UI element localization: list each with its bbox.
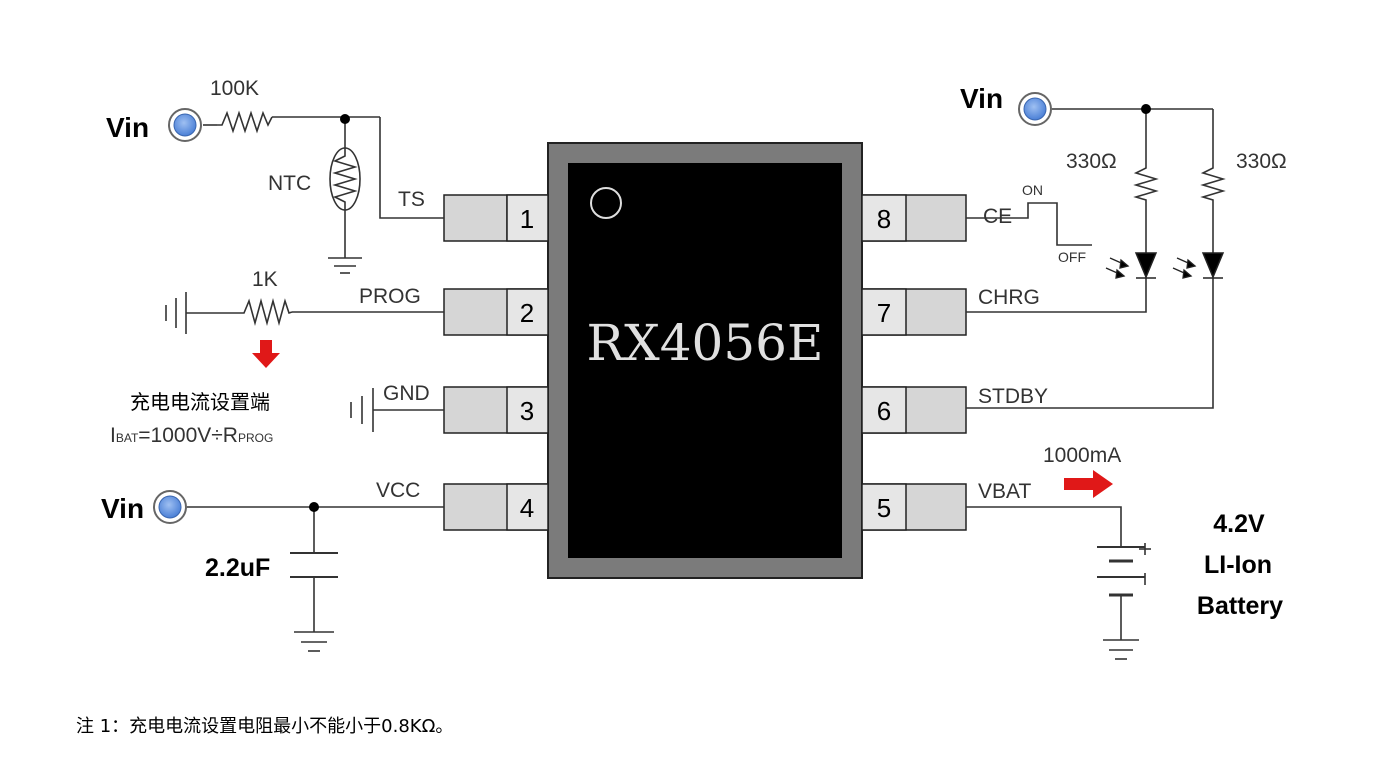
pin-3-number: 3	[520, 396, 534, 426]
arrow-right-icon	[1064, 470, 1113, 498]
ce-on-label: ON	[1022, 182, 1043, 198]
led-chrg	[1105, 252, 1158, 279]
ground-cap	[294, 631, 334, 652]
grounds	[165, 257, 1139, 660]
pin-4-number: 4	[520, 493, 534, 523]
pin-numbers-left: 1 2 3 4	[520, 204, 534, 523]
led-stdby	[1172, 252, 1225, 279]
vin-label-vcc: Vin	[101, 493, 144, 524]
resistor-330-1	[1133, 163, 1159, 202]
vin-label-right: Vin	[960, 83, 1003, 114]
pin-6	[861, 386, 967, 434]
resistor-1k	[238, 297, 293, 327]
pin-8	[861, 194, 967, 242]
ground-ntc	[328, 257, 362, 274]
ntc-label: NTC	[268, 172, 311, 195]
pin-label-vbat: VBAT	[978, 480, 1031, 503]
resistor-330-2	[1200, 163, 1226, 202]
red-arrows	[252, 340, 1113, 498]
pin-numbers-right: 8 7 6 5	[877, 204, 891, 523]
pin-label-chrg: CHRG	[978, 286, 1040, 309]
capacitor-label: 2.2uF	[205, 554, 270, 582]
ntc-thermistor	[329, 147, 361, 211]
ground-gnd-pin	[350, 388, 374, 432]
battery-labels: 4.2V LI-Ion Battery	[1197, 510, 1283, 620]
pin-label-ts: TS	[398, 188, 425, 211]
battery-symbol	[1097, 543, 1151, 597]
pin1-marker	[590, 187, 622, 219]
ground-battery	[1103, 639, 1139, 660]
pin-5	[861, 483, 967, 531]
pin-1	[443, 194, 549, 242]
pin-label-ce: CE	[983, 205, 1012, 228]
pin-labels: TS PROG GND VCC CE CHRG STDBY VBAT	[359, 188, 1048, 503]
pins-right	[861, 194, 967, 531]
light-emit-icon	[1172, 257, 1197, 279]
resistor-100k-label: 100K	[210, 77, 259, 100]
prog-desc-label: 充电电流设置端	[130, 390, 270, 414]
resistor-1k-label: 1K	[252, 268, 278, 291]
pin-2-number: 2	[520, 298, 534, 328]
chip-name: RX4056E	[587, 314, 824, 372]
prog-formula: IBAT=1000V÷RPROG	[110, 424, 273, 447]
battery-word: Battery	[1197, 592, 1283, 620]
pin-8-number: 8	[877, 204, 891, 234]
footnote: 注 1：充电电流设置电阻最小不能小于0.8KΩ。	[76, 716, 454, 737]
pin-5-number: 5	[877, 493, 891, 523]
arrow-down-icon	[252, 340, 280, 368]
vin-label-ts: Vin	[106, 112, 149, 143]
light-emit-icon	[1105, 257, 1130, 279]
chip: RX4056E	[547, 142, 863, 579]
resistor-330-2-label: 330Ω	[1236, 150, 1287, 173]
capacitor	[290, 552, 338, 578]
component-labels: Vin Vin Vin 100K NTC 1K 330Ω 330Ω ON OFF…	[101, 77, 1287, 582]
pin-2	[443, 288, 549, 336]
pin-label-prog: PROG	[359, 285, 421, 308]
vin-node-icon-ts	[168, 108, 202, 142]
current-label: 1000mA	[1043, 444, 1121, 467]
pin-label-stdby: STDBY	[978, 385, 1048, 408]
vin-node-icon-vcc	[153, 490, 187, 524]
pin-7	[861, 288, 967, 336]
resistors	[217, 110, 1226, 327]
vin-node-icon-right	[1018, 92, 1052, 126]
pins-left	[443, 194, 549, 531]
resistor-100k	[217, 110, 273, 134]
ce-off-label: OFF	[1058, 249, 1086, 265]
pin-label-vcc: VCC	[376, 479, 420, 502]
pin-7-number: 7	[877, 298, 891, 328]
pin-6-number: 6	[877, 396, 891, 426]
battery-voltage: 4.2V	[1213, 510, 1265, 538]
junctions	[309, 104, 1151, 512]
vin-nodes	[153, 92, 1052, 524]
battery-type: LI-Ion	[1204, 551, 1272, 579]
ground-prog	[165, 292, 187, 334]
pin-label-gnd: GND	[383, 382, 430, 405]
resistor-330-1-label: 330Ω	[1066, 150, 1117, 173]
pin-1-number: 1	[520, 204, 534, 234]
wires	[186, 108, 1214, 640]
